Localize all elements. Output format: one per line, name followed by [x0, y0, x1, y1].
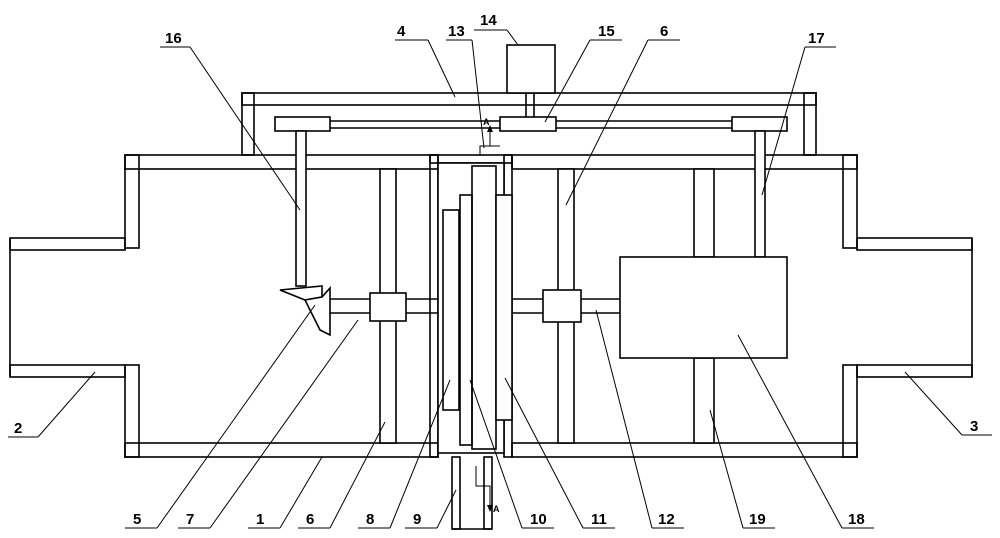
label-17: 17	[808, 30, 825, 47]
label-2: 2	[14, 420, 22, 437]
left-shaft	[330, 292, 440, 322]
box-unit	[619, 168, 788, 444]
label-1: 1	[256, 511, 264, 528]
arrow-mark-top: A	[483, 117, 490, 127]
part-labels: 16 4 13 14 15 6 17 2 3 5 7 1 6 8 9 10 11…	[14, 12, 978, 528]
outlet-pipe	[856, 237, 973, 378]
left-vertical-rod	[279, 130, 331, 337]
label-5: 5	[133, 511, 141, 528]
bottom-arrow: A	[475, 466, 500, 514]
right-shaft	[512, 289, 620, 323]
label-8: 8	[366, 511, 374, 528]
label-11: 11	[591, 511, 607, 528]
motor	[506, 44, 556, 118]
label-4: 4	[397, 23, 406, 40]
label-10: 10	[530, 511, 547, 528]
inlet-pipe	[9, 237, 126, 378]
label-19: 19	[749, 511, 766, 528]
sensor-13: A	[479, 117, 500, 155]
leader-lines	[8, 29, 992, 529]
label-15: 15	[598, 23, 615, 40]
transmission-rod	[274, 116, 788, 132]
label-9: 9	[413, 511, 421, 528]
label-12: 12	[658, 511, 675, 528]
right-vertical-rod	[754, 130, 766, 258]
label-7: 7	[186, 511, 194, 528]
label-18: 18	[848, 511, 865, 528]
label-6-top: 6	[660, 23, 668, 40]
label-14: 14	[480, 12, 497, 29]
label-13: 13	[448, 23, 465, 40]
label-6-bottom: 6	[306, 511, 314, 528]
filter-column	[429, 154, 513, 530]
arrow-mark-bottom: A	[493, 504, 500, 514]
label-3: 3	[970, 418, 978, 435]
label-16: 16	[165, 30, 182, 47]
